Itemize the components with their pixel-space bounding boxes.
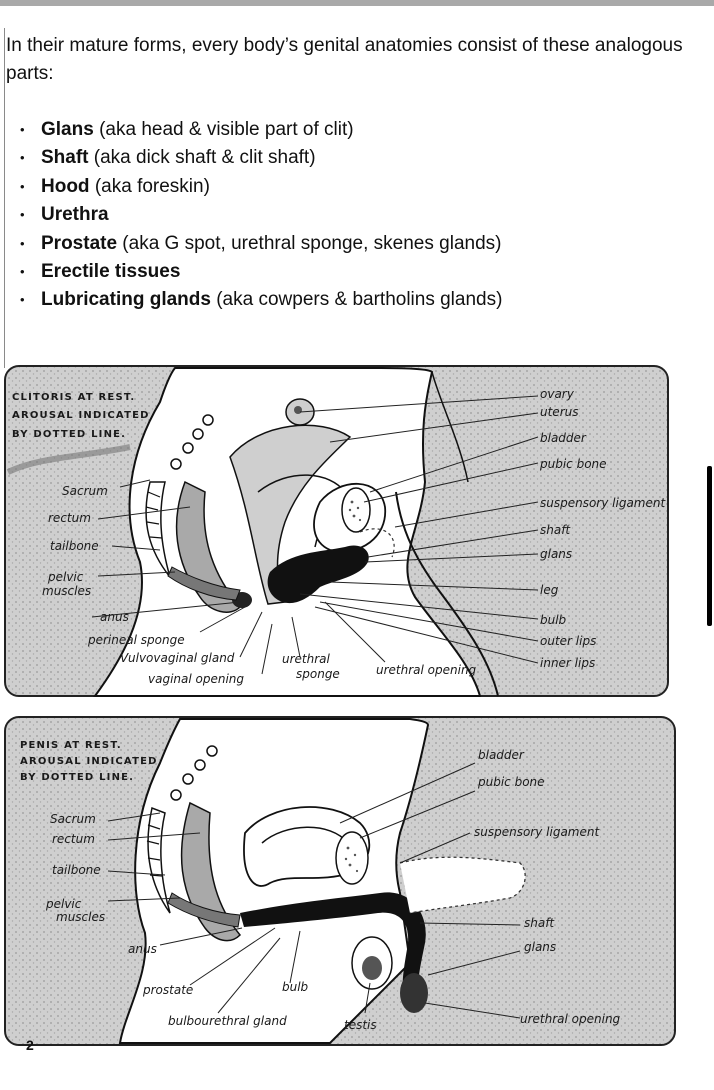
label-pubic-bone: pubic bone [477,775,545,789]
label-inner-lips: inner lips [540,656,595,670]
list-item: Erectile tissues [20,258,502,286]
label-rectum: rectum [48,511,91,525]
label-bulb: bulb [540,613,567,627]
list-item: Shaft (aka dick shaft & clit shaft) [20,144,502,172]
top-border [0,0,714,6]
label-bladder: bladder [478,748,525,762]
label-pelvic-muscles: pelvic [45,897,82,911]
label-anus: anus [100,610,129,624]
label-sacrum: Sacrum [50,812,96,826]
label-glans: glans [540,547,572,561]
clitoris-diagram: CLITORIS AT REST. AROUSAL INDICATED BY D… [0,362,680,700]
intro-paragraph: In their mature forms, every body’s geni… [6,32,686,88]
label-ovary: ovary [540,387,575,401]
list-item: Prostate (aka G spot, urethral sponge, s… [20,230,502,258]
clitoris-diagram-title-line: AROUSAL INDICATED [12,410,150,421]
label-bulb: bulb [282,980,309,994]
label-suspensory-ligament: suspensory ligament [474,825,600,839]
label-bladder: bladder [540,431,587,445]
label-pelvic-muscles: pelvic [47,570,84,584]
label-glans: glans [524,940,556,954]
label-urethral-opening: urethral opening [520,1012,621,1026]
label-tailbone: tailbone [52,863,101,877]
label-suspensory-ligament: suspensory ligament [540,496,666,510]
label-leg: leg [540,583,559,597]
label-anus: anus [128,942,157,956]
anatomy-parts-list: Glans (aka head & visible part of clit) … [20,116,502,315]
label-outer-lips: outer lips [540,634,596,648]
label-urethral-opening: urethral opening [376,663,477,677]
list-item: Urethra [20,201,502,229]
label-sacrum: Sacrum [62,484,108,498]
label-prostate: prostate [142,983,193,997]
scrollbar-thumb[interactable] [707,466,712,626]
list-item: Glans (aka head & visible part of clit) [20,116,502,144]
clitoris-diagram-title-line: CLITORIS AT REST. [12,392,135,403]
penis-diagram-title-line: AROUSAL INDICATED [20,756,158,767]
label-bulbourethral-gland: bulbourethral gland [168,1014,287,1028]
label-urethral-sponge: urethral [282,652,331,666]
label-tailbone: tailbone [50,539,99,553]
label-perineal-sponge: perineal sponge [87,633,185,647]
label-shaft: shaft [524,916,555,930]
clitoris-diagram-title-line: BY DOTTED LINE. [12,429,126,440]
label-vaginal-opening: vaginal opening [148,672,244,686]
label-testis: testis [344,1018,377,1032]
page-number: 2 [26,1037,34,1053]
label-uterus: uterus [540,405,578,419]
list-item: Hood (aka foreskin) [20,173,502,201]
label-shaft: shaft [540,523,571,537]
label-pelvic-muscles: muscles [42,584,91,598]
penis-diagram: PENIS AT REST. AROUSAL INDICATED BY DOTT… [0,713,680,1049]
list-item: Lubricating glands (aka cowpers & bartho… [20,286,502,314]
label-pubic-bone: pubic bone [539,457,607,471]
label-vulvovaginal-gland: Vulvovaginal gland [120,651,235,665]
label-urethral-sponge: sponge [296,667,340,681]
penis-diagram-title-line: BY DOTTED LINE. [20,772,134,783]
label-pelvic-muscles: muscles [56,910,105,924]
left-rule [4,28,5,368]
penis-diagram-title-line: PENIS AT REST. [20,740,122,751]
label-rectum: rectum [52,832,95,846]
